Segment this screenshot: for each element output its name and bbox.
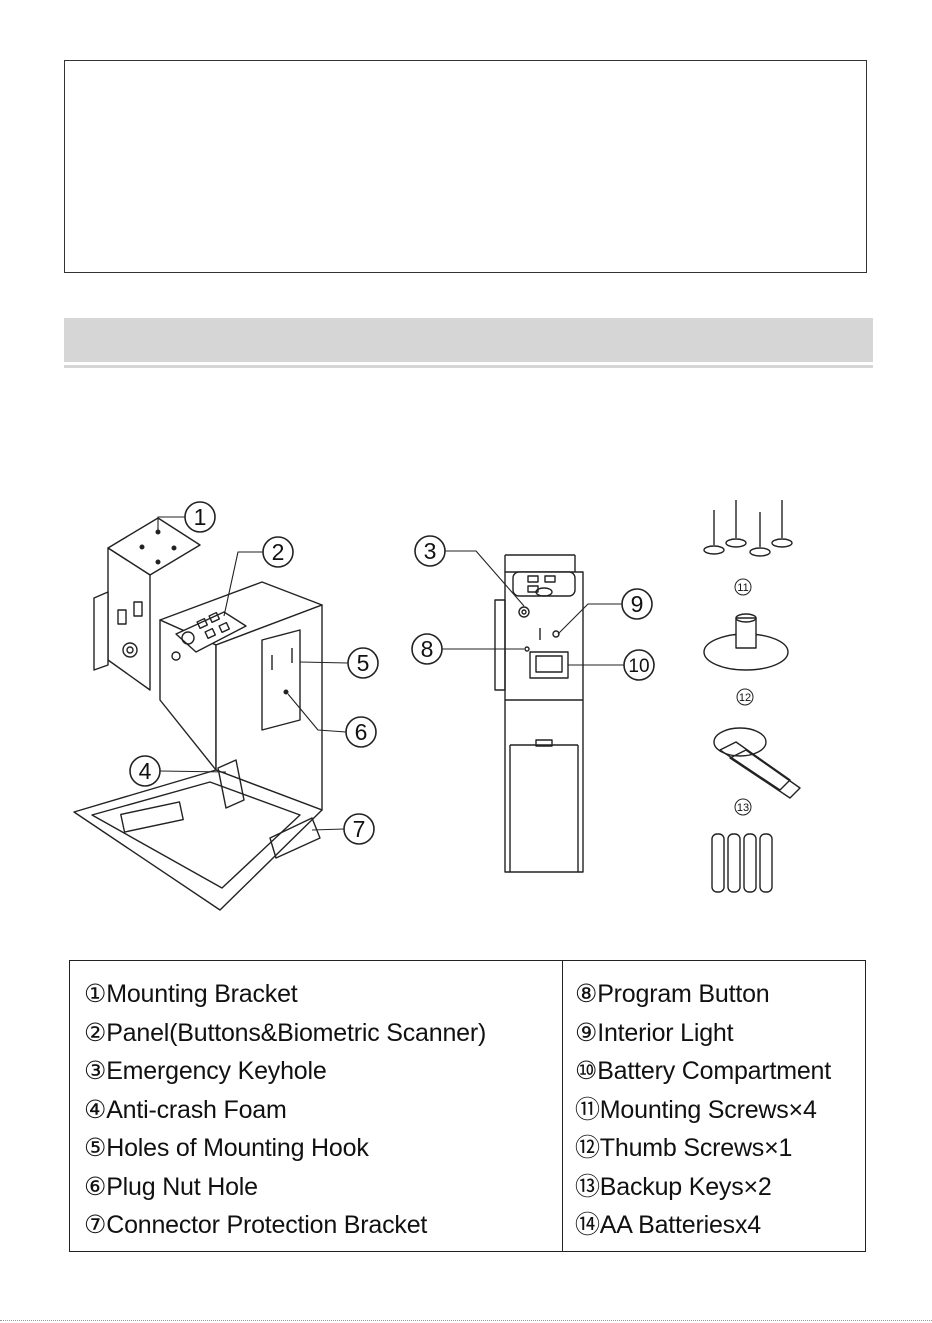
backup-keys-illustration — [713, 727, 801, 799]
part-item-13: ⑬Backup Keys×2 — [575, 1172, 772, 1201]
part-item-2: ②Panel(Buttons&Biometric Scanner) — [84, 1018, 487, 1047]
accessory-label-13: 13 — [734, 798, 752, 816]
safe-front-illustration — [494, 554, 584, 873]
parts-list-right-column: ⑧Program Button ⑨Interior Light ⑩Battery… — [563, 961, 866, 1252]
parts-list-left-column: ①Mounting Bracket ②Panel(Buttons&Biometr… — [69, 960, 563, 1252]
svg-text:4: 4 — [139, 758, 152, 784]
part-item-1: ①Mounting Bracket — [84, 980, 298, 1008]
safe-body-illustration — [73, 581, 323, 911]
svg-text:10: 10 — [628, 656, 649, 677]
svg-text:12: 12 — [739, 692, 751, 704]
svg-text:13: 13 — [737, 802, 749, 814]
part-item-11: ⑪Mounting Screws×4 — [575, 1095, 817, 1124]
part-item-9: ⑨Interior Light — [575, 1018, 734, 1047]
accessory-label-11: 11 — [734, 578, 752, 596]
callout-10: 10 — [623, 649, 655, 681]
callout-9: 9 — [621, 588, 653, 620]
part-item-8: ⑧Program Button — [575, 980, 770, 1008]
part-item-14: ⑭AA Batteriesx4 — [575, 1211, 761, 1239]
part-item-7: ⑦Connector Protection Bracket — [84, 1211, 428, 1239]
page-bottom-rule — [0, 1320, 932, 1321]
part-item-12: ⑫Thumb Screws×1 — [575, 1134, 793, 1162]
aa-batteries-illustration — [711, 833, 773, 893]
callout-3: 3 — [414, 535, 446, 567]
mounting-bracket-illustration — [93, 517, 201, 691]
section-divider — [64, 365, 873, 368]
callout-5: 5 — [347, 647, 379, 679]
callout-1: 1 — [184, 501, 216, 533]
parts-list-table: ①Mounting Bracket ②Panel(Buttons&Biometr… — [69, 960, 866, 1252]
svg-text:3: 3 — [424, 538, 437, 564]
section-header-bar — [64, 318, 873, 362]
svg-text:5: 5 — [357, 650, 370, 676]
callout-6: 6 — [345, 716, 377, 748]
svg-text:6: 6 — [355, 719, 368, 745]
svg-text:11: 11 — [737, 582, 748, 594]
svg-text:8: 8 — [421, 636, 434, 662]
svg-text:9: 9 — [631, 591, 644, 617]
thumb-screw-illustration — [703, 613, 789, 671]
leader-lines — [157, 516, 624, 831]
part-item-3: ③Emergency Keyhole — [84, 1057, 327, 1085]
mounting-screws-illustration — [703, 500, 793, 557]
top-content-box — [64, 60, 867, 273]
accessory-label-12: 12 — [736, 688, 754, 706]
callout-4: 4 — [129, 755, 161, 787]
part-item-5: ⑤Holes of Mounting Hook — [84, 1134, 369, 1162]
svg-text:2: 2 — [272, 539, 285, 565]
svg-text:1: 1 — [194, 504, 207, 530]
part-item-6: ⑥Plug Nut Hole — [84, 1172, 258, 1201]
svg-text:7: 7 — [353, 816, 366, 842]
callout-7: 7 — [343, 813, 375, 845]
part-item-10: ⑩Battery Compartment — [575, 1057, 831, 1085]
part-item-4: ④Anti-crash Foam — [84, 1095, 287, 1124]
product-diagram: 1 2 3 4 5 6 7 8 — [73, 500, 801, 911]
callout-2: 2 — [262, 536, 294, 568]
callout-8: 8 — [411, 633, 443, 665]
